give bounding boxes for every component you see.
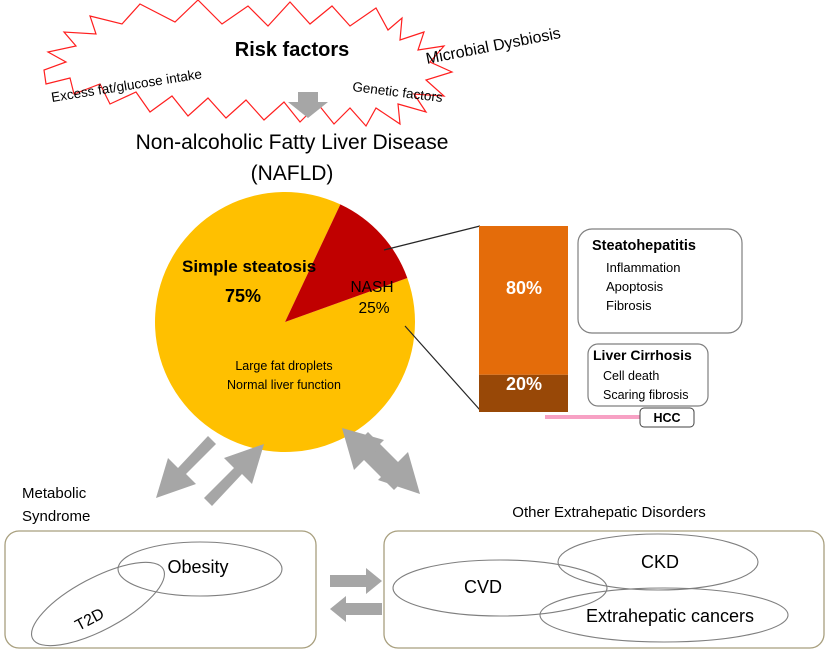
- steatohepatitis-box: [577, 228, 743, 334]
- nafld-title-line2: (NAFLD): [251, 162, 334, 185]
- simple-steatosis-label: Simple steatosis: [182, 257, 316, 276]
- nash-bar-upper-percent: 80%: [506, 278, 542, 298]
- nafld-pie: [154, 191, 415, 452]
- t2d-ellipse: [30, 561, 166, 647]
- extrahepatic-to-pie-arrow: [342, 428, 410, 490]
- connector-line-bottom: [404, 325, 481, 411]
- metabolic-to-extrahepatic-arrow: [330, 568, 382, 594]
- steatohepatitis-title: Steatohepatitis: [592, 238, 696, 254]
- steatohepatitis-item-inflammation: Inflammation: [606, 260, 680, 275]
- metabolic-title-line1: Metabolic: [22, 485, 87, 502]
- nash-percent: 25%: [358, 300, 389, 317]
- obesity-label: Obesity: [167, 557, 228, 577]
- steatosis-desc-line1: Large fat droplets: [235, 359, 332, 373]
- nash-label: NASH: [350, 279, 393, 296]
- cirrhosis-title: Liver Cirrhosis: [593, 347, 692, 363]
- simple-steatosis-percent: 75%: [225, 286, 261, 306]
- nash-bar-steatohepatitis: [479, 226, 568, 375]
- nash-bar-cirrhosis: [479, 374, 568, 412]
- risk-factor-microbial: Microbial Dysbiosis: [425, 25, 563, 68]
- steatohepatitis-item-fibrosis: Fibrosis: [606, 298, 652, 313]
- pie-slice-nash: [285, 204, 408, 322]
- cvd-label: CVD: [464, 577, 502, 597]
- extrahepatic-title: Other Extrahepatic Disorders: [512, 504, 705, 521]
- risk-factors-title: Risk factors: [235, 39, 350, 61]
- metabolic-to-pie-arrow: [204, 444, 264, 514]
- cirrhosis-item-scaring-fibrosis: Scaring fibrosis: [603, 388, 688, 402]
- extrahepatic-cancers-ellipse: [539, 587, 789, 643]
- extrahepatic-cancers-label: Extrahepatic cancers: [586, 606, 754, 626]
- obesity-ellipse: [117, 541, 283, 597]
- metabolic-title-line2: Syndrome: [22, 508, 90, 525]
- hcc-box: [639, 407, 695, 428]
- ckd-ellipse: [557, 533, 759, 591]
- nafld-title-line1: Non-alcoholic Fatty Liver Disease: [136, 131, 449, 154]
- hcc-label: HCC: [653, 411, 680, 425]
- metabolic-syndrome-box: [4, 530, 317, 649]
- cirrhosis-box: [587, 343, 709, 407]
- cvd-ellipse: [392, 559, 608, 617]
- extrahepatic-to-metabolic-arrow: [330, 596, 382, 622]
- ckd-label: CKD: [641, 552, 679, 572]
- pie-to-metabolic-arrow: [156, 428, 216, 498]
- nash-bar-lower-percent: 20%: [506, 374, 542, 394]
- extrahepatic-box: [383, 530, 825, 649]
- risk-to-nafld-arrow: [288, 92, 328, 118]
- steatosis-desc-line2: Normal liver function: [227, 378, 341, 392]
- connector-line-top: [383, 225, 481, 251]
- steatohepatitis-item-apoptosis: Apoptosis: [606, 279, 664, 294]
- risk-factors-burst: [43, 0, 454, 128]
- cirrhosis-item-cell-death: Cell death: [603, 369, 659, 383]
